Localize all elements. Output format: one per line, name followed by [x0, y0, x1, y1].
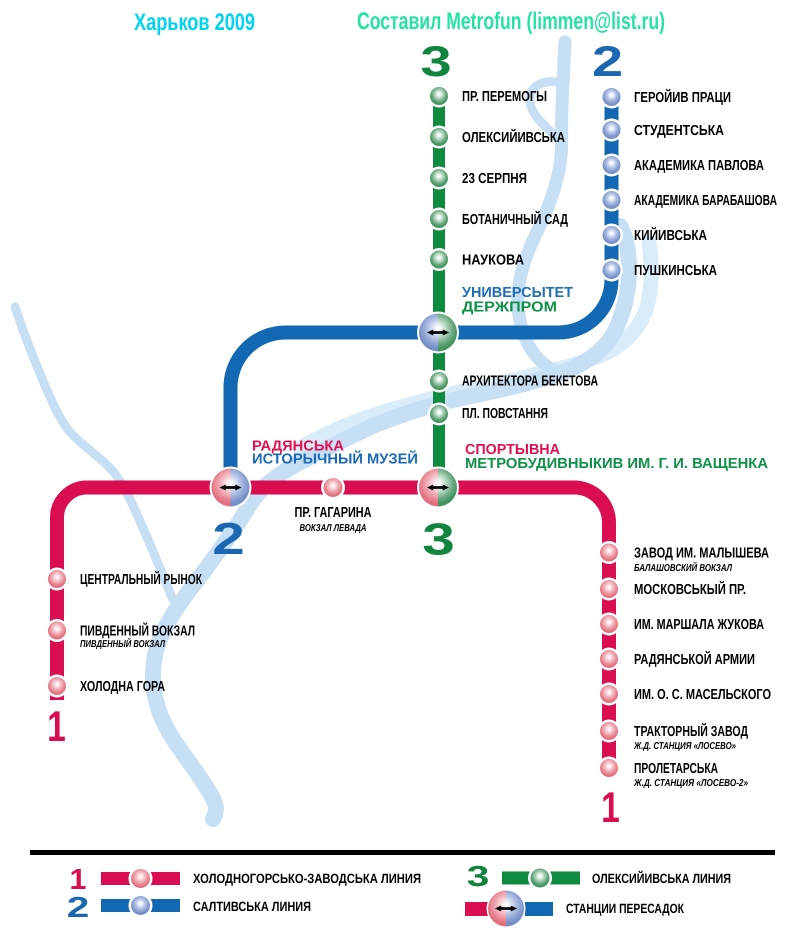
svg-text:Составил Metrofun (limmen@list: Составил Metrofun (limmen@list.ru): [357, 8, 665, 35]
svg-text:СПОРТЫВНА: СПОРТЫВНА: [465, 442, 561, 458]
svg-text:3: 3: [467, 861, 490, 893]
svg-text:ГЕРОЙИВ ПРАЦИ: ГЕРОЙИВ ПРАЦИ: [634, 88, 731, 106]
svg-text:НАУКОВА: НАУКОВА: [462, 253, 524, 269]
svg-text:БАЛАШОВСКИЙ ВОКЗАЛ: БАЛАШОВСКИЙ ВОКЗАЛ: [634, 561, 733, 574]
svg-text:АКАДЕМИКА ПАВЛОВА: АКАДЕМИКА ПАВЛОВА: [634, 158, 764, 174]
svg-text:23 СЕРПНЯ: 23 СЕРПНЯ: [462, 171, 527, 187]
svg-text:АРХИТЕКТОРА БЕКЕТОВА: АРХИТЕКТОРА БЕКЕТОВА: [462, 374, 598, 390]
svg-text:ВОКЗАЛ ЛЕВАДА: ВОКЗАЛ ЛЕВАДА: [300, 523, 367, 534]
svg-text:ПР. ПЕРЕМОГЫ: ПР. ПЕРЕМОГЫ: [462, 89, 547, 105]
svg-text:ТРАКТОРНЫЙ ЗАВОД: ТРАКТОРНЫЙ ЗАВОД: [634, 722, 748, 740]
svg-text:АКАДЕМИКА БАРАБАШОВА: АКАДЕМИКА БАРАБАШОВА: [634, 193, 777, 209]
svg-text:Харьков 2009: Харьков 2009: [134, 9, 255, 36]
svg-text:ДЕРЖПРОМ: ДЕРЖПРОМ: [462, 300, 557, 316]
svg-text:ИМ. О. С. МАСЕЛЬСКОГО: ИМ. О. С. МАСЕЛЬСКОГО: [634, 687, 771, 703]
svg-text:1: 1: [601, 784, 620, 832]
svg-text:1: 1: [47, 703, 66, 751]
svg-text:МЕТРОБУДИВНЫКИВ ИМ. Г. И. ВАЩЕ: МЕТРОБУДИВНЫКИВ ИМ. Г. И. ВАЩЕНКА: [465, 456, 769, 472]
svg-text:ПРОЛЕТАРСЬКА: ПРОЛЕТАРСЬКА: [634, 761, 718, 777]
svg-text:ПУШКИНСЬКА: ПУШКИНСЬКА: [634, 263, 717, 279]
svg-text:РАДЯНСЬКОЙ АРМИИ: РАДЯНСЬКОЙ АРМИИ: [634, 650, 755, 668]
svg-text:ПЛ. ПОВСТАННЯ: ПЛ. ПОВСТАННЯ: [462, 406, 548, 422]
svg-text:ЦЕНТРАЛЬНЫЙ РЫНОК: ЦЕНТРАЛЬНЫЙ РЫНОК: [80, 570, 202, 588]
svg-text:2: 2: [67, 892, 90, 924]
svg-text:Ж.Д. СТАНЦИЯ «ЛОСЕВО»: Ж.Д. СТАНЦИЯ «ЛОСЕВО»: [633, 741, 736, 752]
svg-text:ПИВДЕННЫЙ ВОКЗАЛ: ПИВДЕННЫЙ ВОКЗАЛ: [80, 622, 195, 640]
svg-text:ОЛЕКСИЙИВСЬКА: ОЛЕКСИЙИВСЬКА: [462, 128, 565, 146]
svg-text:2: 2: [592, 38, 623, 86]
svg-text:БОТАНИЧНЫЙ САД: БОТАНИЧНЫЙ САД: [462, 210, 569, 228]
svg-text:УНИВЕРСЫТЕТ: УНИВЕРСЫТЕТ: [462, 285, 573, 301]
svg-text:СТУДЕНТСЬКА: СТУДЕНТСЬКА: [634, 123, 724, 139]
svg-text:СТАНЦИИ ПЕРЕСАДОК: СТАНЦИИ ПЕРЕСАДОК: [566, 901, 685, 916]
svg-text:1: 1: [70, 864, 87, 896]
svg-text:3: 3: [422, 514, 455, 565]
svg-text:МОСКОВСЬКЫЙ ПР.: МОСКОВСЬКЫЙ ПР.: [634, 580, 746, 598]
svg-text:ЗАВОД ИМ. МАЛЫШЕВА: ЗАВОД ИМ. МАЛЫШЕВА: [634, 546, 769, 562]
svg-text:ХОЛОДНОГОРСЬКО-ЗАВОДСЬКА ЛИНИЯ: ХОЛОДНОГОРСЬКО-ЗАВОДСЬКА ЛИНИЯ: [193, 871, 421, 886]
svg-text:ПР. ГАГАРИНА: ПР. ГАГАРИНА: [295, 505, 372, 521]
svg-text:РАДЯНСЬКА: РАДЯНСЬКА: [252, 439, 345, 455]
svg-text:2: 2: [212, 513, 245, 564]
svg-text:ХОЛОДНА ГОРА: ХОЛОДНА ГОРА: [80, 679, 165, 695]
svg-text:Ж.Д. СТАНЦИЯ «ЛОСЕВО-2»: Ж.Д. СТАНЦИЯ «ЛОСЕВО-2»: [633, 778, 748, 789]
svg-text:САЛТИВСЬКА ЛИНИЯ: САЛТИВСЬКА ЛИНИЯ: [193, 899, 311, 914]
svg-text:ПИВДЕННЫЙ ВОКЗАЛ: ПИВДЕННЫЙ ВОКЗАЛ: [80, 637, 166, 650]
svg-text:ИМ. МАРШАЛА ЖУКОВА: ИМ. МАРШАЛА ЖУКОВА: [634, 617, 764, 633]
svg-text:ОЛЕКСИЙИВСЬКА ЛИНИЯ: ОЛЕКСИЙИВСЬКА ЛИНИЯ: [592, 870, 731, 886]
svg-text:ИСТОРЫЧНЫЙ МУЗЕЙ: ИСТОРЫЧНЫЙ МУЗЕЙ: [252, 450, 418, 468]
svg-text:КИЙИВСЬКА: КИЙИВСЬКА: [634, 226, 707, 244]
svg-text:3: 3: [420, 38, 451, 86]
